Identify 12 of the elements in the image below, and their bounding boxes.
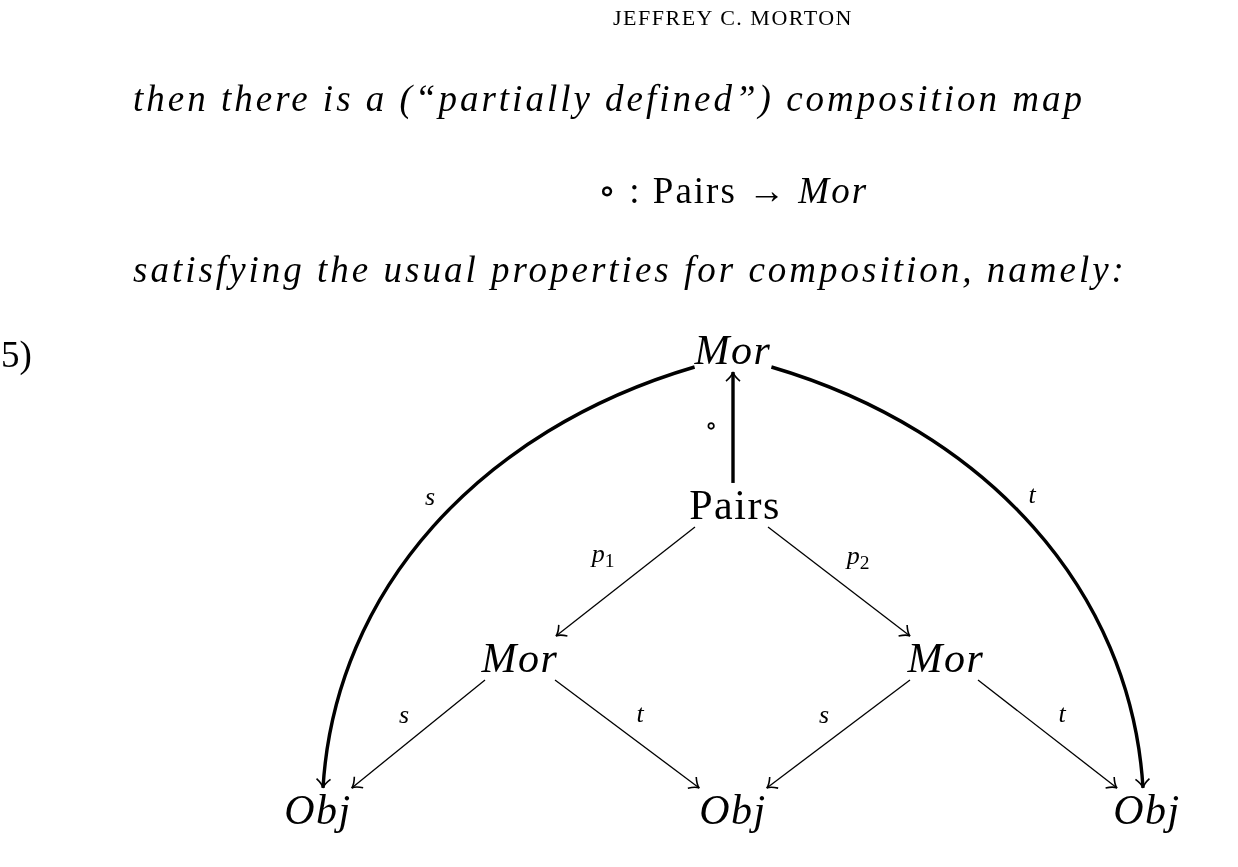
- body-text: satisfying the usual properties for composition, namely:: [133, 249, 1127, 291]
- object-label: Obj: [1113, 787, 1181, 833]
- object-label: Obj: [284, 787, 352, 833]
- running-header: JEFFREY C. MORTON: [613, 5, 853, 31]
- object-label: Mor: [907, 635, 985, 681]
- object-label: Pairs: [689, 482, 781, 528]
- body-text: then there is a (“partially defined”) composition map: [133, 78, 1086, 120]
- object-label: Mor: [694, 327, 772, 373]
- object-label: Obj: [699, 787, 767, 833]
- formula: ∘ : Pairs → Mor: [597, 170, 869, 212]
- object-label: Mor: [481, 635, 559, 681]
- equation-number: 5): [1, 334, 32, 376]
